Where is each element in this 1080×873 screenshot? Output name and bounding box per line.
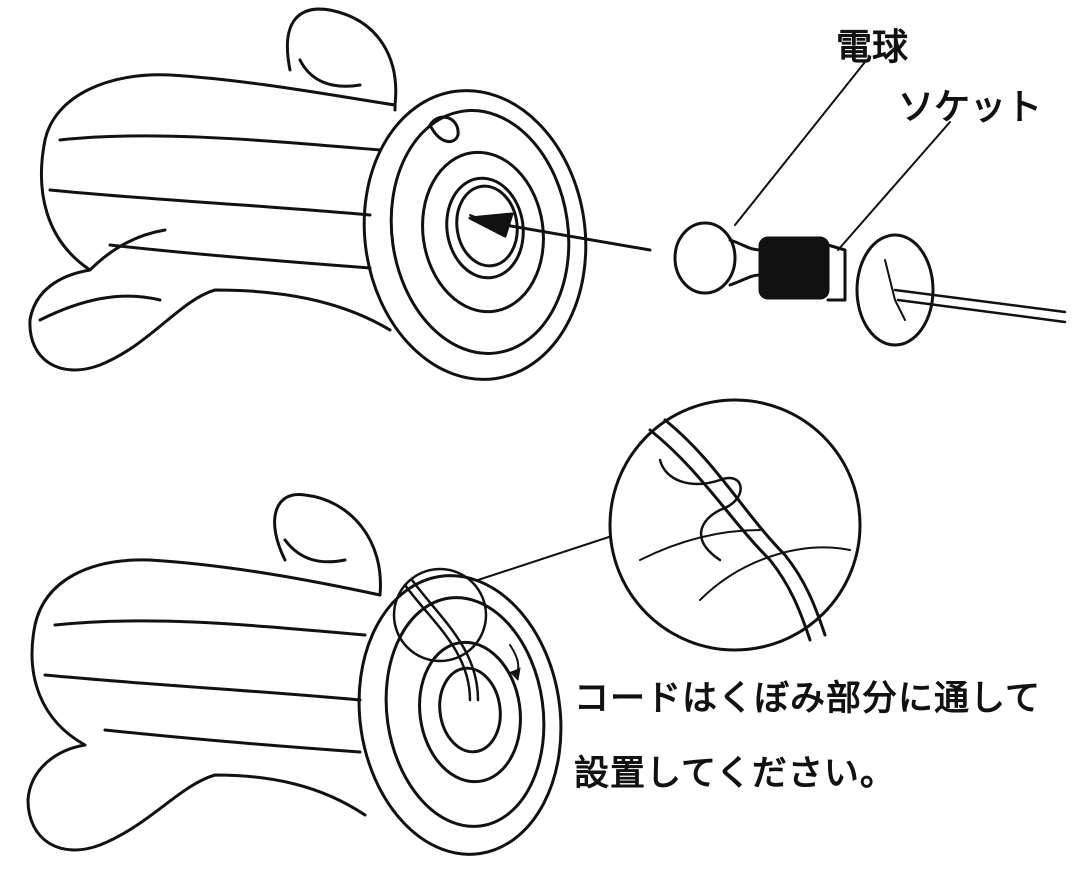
instruction-line-1: コードはくぼみ部分に通して bbox=[574, 679, 1041, 719]
socket-leader-line bbox=[837, 121, 951, 251]
zoom-connector-line bbox=[477, 534, 616, 581]
top-cactus-lamp-body bbox=[28, 7, 398, 372]
bulb-leader-line bbox=[734, 61, 866, 226]
bottom-lamp-face bbox=[357, 574, 563, 856]
bulb-label: 電球 bbox=[836, 27, 909, 68]
bulb-and-socket bbox=[673, 221, 1067, 347]
detail-highlight-circle bbox=[392, 567, 488, 663]
insert-arrow bbox=[468, 212, 652, 252]
bottom-cactus-lamp-body bbox=[26, 492, 382, 852]
instruction-line-2: 設置してください。 bbox=[574, 754, 896, 794]
top-lamp-face bbox=[362, 89, 588, 381]
magnified-detail bbox=[608, 398, 862, 652]
socket-label: ソケット bbox=[898, 87, 1043, 128]
